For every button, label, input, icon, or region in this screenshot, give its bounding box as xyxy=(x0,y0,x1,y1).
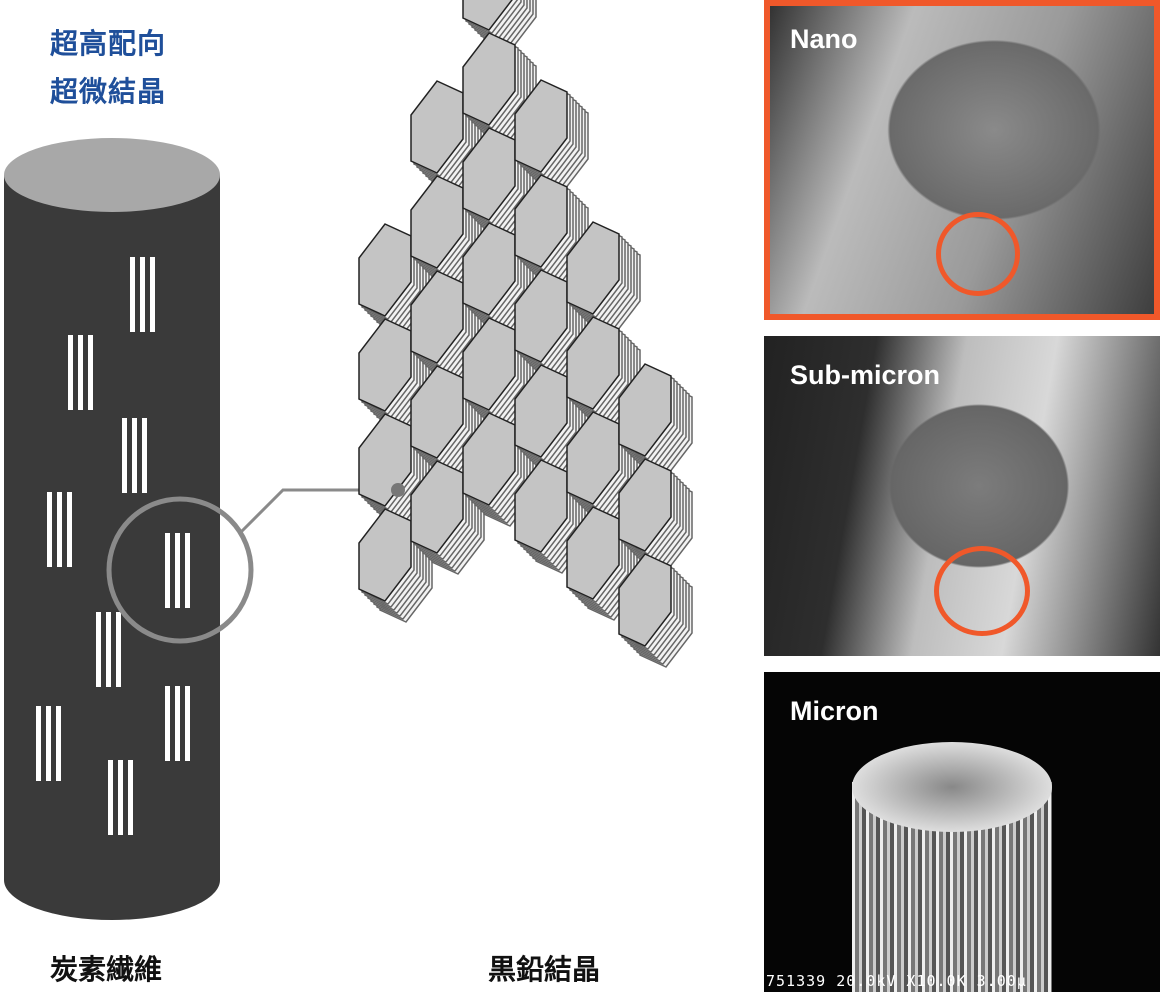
graphite-hexagon xyxy=(618,363,672,457)
graphite-hexagon xyxy=(462,32,516,126)
title-line-1: 超高配向 xyxy=(50,27,167,60)
panel-nano: Nano xyxy=(764,0,1160,320)
crystal-stripe xyxy=(68,335,73,410)
graphite-hexagon xyxy=(618,458,672,552)
graphite-crystal xyxy=(358,0,693,668)
graphite-hexagon xyxy=(566,316,620,410)
highlight-circle xyxy=(936,212,1020,296)
panel-label: Sub-micron xyxy=(790,360,941,390)
crystal-stripe xyxy=(140,257,145,332)
graphite-hexagon xyxy=(566,221,620,315)
crystal-stripe xyxy=(108,760,113,835)
crystal-stripe xyxy=(67,492,72,567)
crystal-stripe xyxy=(165,533,170,608)
panel-label: Micron xyxy=(790,696,879,726)
crystal-stripe xyxy=(118,760,123,835)
crystal-stripe xyxy=(36,706,41,781)
crystal-stripe xyxy=(175,686,180,761)
panel-micron: Micron 751339 20.0kV X10.0K 3.00µ xyxy=(764,672,1160,992)
crystal-stripe xyxy=(128,760,133,835)
crystal-stripe xyxy=(106,612,111,687)
crystal-stripe xyxy=(175,533,180,608)
crystal-stripe xyxy=(185,533,190,608)
crystal-stripe xyxy=(150,257,155,332)
diagram xyxy=(4,0,693,920)
crystal-stripe xyxy=(122,418,127,493)
highlight-circle xyxy=(934,546,1030,636)
graphite-hexagon xyxy=(514,174,568,268)
crystal-stripe xyxy=(57,492,62,567)
crystal-stripe xyxy=(132,418,137,493)
crystal-stripe xyxy=(130,257,135,332)
panel-sub-micron: Sub-micron xyxy=(764,336,1160,656)
crystal-stripe xyxy=(88,335,93,410)
crystal-stripe xyxy=(96,612,101,687)
graphite-hexagon xyxy=(514,79,568,173)
caption-fiber: 炭素繊維 xyxy=(50,953,163,986)
graphite-hexagon xyxy=(618,553,672,647)
title-line-2: 超微結晶 xyxy=(50,75,167,108)
magnifier-circle xyxy=(106,496,254,644)
graphite-hexagon xyxy=(462,0,513,31)
sem-readout: 751339 20.0kV X10.0K 3.00µ xyxy=(766,972,1027,990)
crystal-stripe xyxy=(47,492,52,567)
crystal-stripe xyxy=(142,418,147,493)
crystal-stripe xyxy=(56,706,61,781)
caption-crystal: 黒鉛結晶 xyxy=(488,953,601,986)
carbon-fiber-cylinder xyxy=(4,138,220,920)
panel-label: Nano xyxy=(790,24,858,54)
connector-dot xyxy=(391,483,405,497)
crystal-stripe xyxy=(185,686,190,761)
crystal-stripe xyxy=(46,706,51,781)
crystal-stripe xyxy=(78,335,83,410)
crystal-stripe xyxy=(116,612,121,687)
crystal-stripe xyxy=(165,686,170,761)
